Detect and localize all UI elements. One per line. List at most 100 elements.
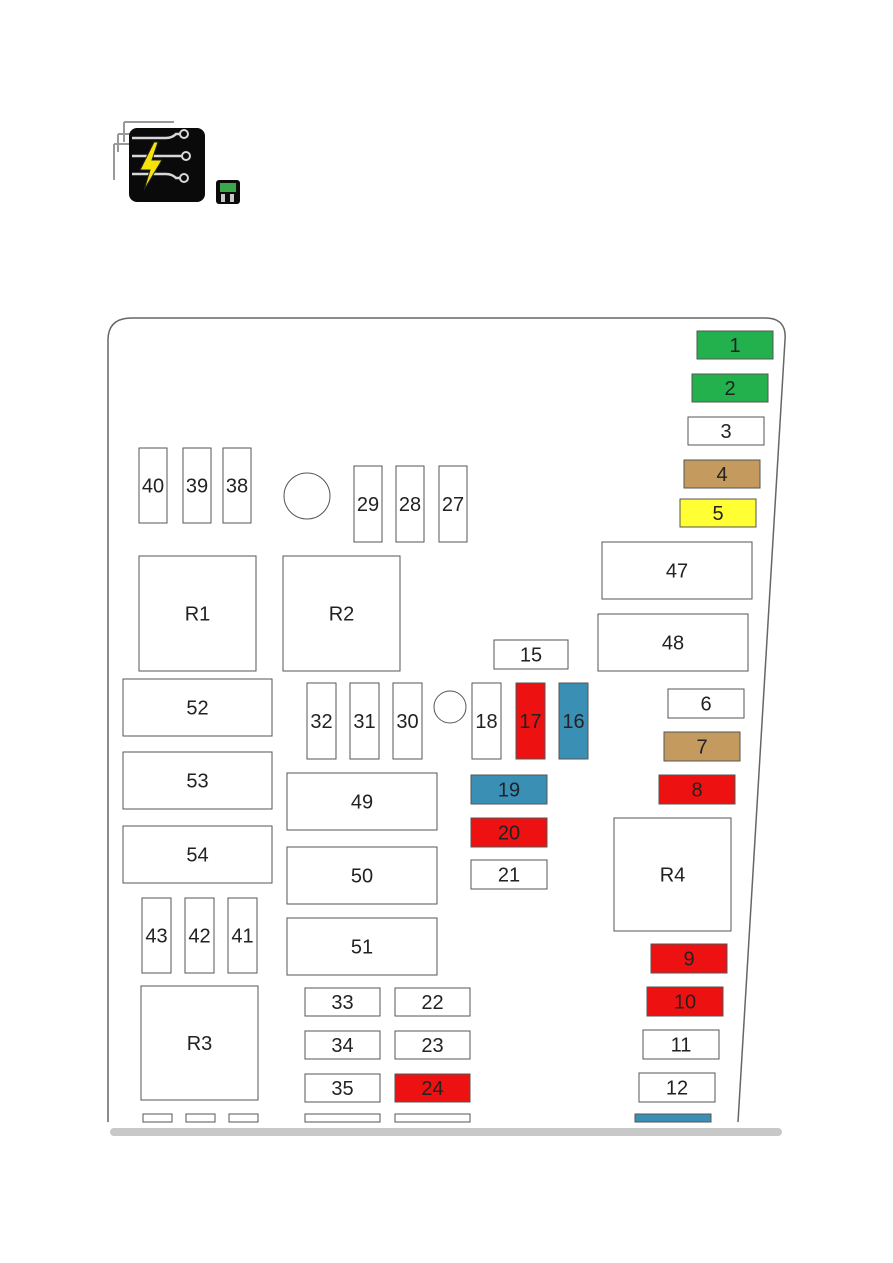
fuse-38-body bbox=[222, 447, 252, 524]
relay-r3-body bbox=[140, 985, 259, 1101]
fuse-22-body bbox=[394, 987, 471, 1017]
fuse-5-body bbox=[679, 498, 757, 528]
fuse-15-label: 15 bbox=[520, 645, 542, 667]
fuse-41: 41 bbox=[227, 897, 258, 974]
fuse-8-body bbox=[658, 774, 736, 805]
fuse-2-body bbox=[691, 373, 769, 403]
fuse-48: 48 bbox=[597, 613, 749, 672]
fuse-38-label: 38 bbox=[226, 476, 248, 498]
fuse-partial-6 bbox=[634, 1113, 712, 1123]
fuse-10: 10 bbox=[646, 986, 724, 1017]
fuse-20-body bbox=[470, 817, 548, 848]
fuse-10-label: 10 bbox=[674, 992, 696, 1014]
fuse-partial-3 bbox=[228, 1113, 259, 1123]
fuse-21-label: 21 bbox=[498, 865, 520, 887]
fuse-40-label: 40 bbox=[142, 476, 164, 498]
fuse-16: 16 bbox=[558, 682, 589, 760]
fuse-24-label: 24 bbox=[421, 1078, 443, 1100]
fuse-15-body bbox=[493, 639, 569, 670]
relay-r1-body bbox=[138, 555, 257, 672]
fuse-7-label: 7 bbox=[696, 737, 707, 759]
fuse-22: 22 bbox=[394, 987, 471, 1017]
fuse-49-body bbox=[286, 772, 438, 831]
fuse-12: 12 bbox=[638, 1072, 716, 1103]
fuse-11-body bbox=[642, 1029, 720, 1060]
relay-r4: R4 bbox=[613, 817, 732, 932]
fuse-51-label: 51 bbox=[351, 937, 373, 959]
fuse-39: 39 bbox=[182, 447, 212, 524]
fuse-47-label: 47 bbox=[666, 561, 688, 583]
fuse-28-label: 28 bbox=[399, 494, 421, 516]
fuse-8: 8 bbox=[658, 774, 736, 805]
fuse-18-body bbox=[471, 682, 502, 760]
fuse-24-body bbox=[394, 1073, 471, 1103]
fuse-34-body bbox=[304, 1030, 381, 1060]
fuse-53-label: 53 bbox=[186, 771, 208, 793]
fuse-2-label: 2 bbox=[724, 378, 735, 400]
fuse-8-label: 8 bbox=[691, 780, 702, 802]
fuse-mini-icon bbox=[216, 180, 240, 204]
fuse-40: 40 bbox=[138, 447, 168, 524]
fuse-31: 31 bbox=[349, 682, 380, 760]
fuse-18: 18 bbox=[471, 682, 502, 760]
fuse-23-body bbox=[394, 1030, 471, 1060]
fuse-35-body bbox=[304, 1073, 381, 1103]
fuse-4-label: 4 bbox=[716, 464, 727, 486]
fuse-19: 19 bbox=[470, 774, 548, 805]
fuse-53-body bbox=[122, 751, 273, 810]
relay-r1: R1 bbox=[138, 555, 257, 672]
fuse-34-label: 34 bbox=[331, 1035, 353, 1057]
fuse-28: 28 bbox=[395, 465, 425, 543]
fuse-54-label: 54 bbox=[186, 845, 208, 867]
fuse-52-body bbox=[122, 678, 273, 737]
fuse-41-body bbox=[227, 897, 258, 974]
fuse-20-label: 20 bbox=[498, 823, 520, 845]
fuse-21: 21 bbox=[470, 859, 548, 890]
fuse-54-body bbox=[122, 825, 273, 884]
fuse-11-label: 11 bbox=[671, 1035, 692, 1057]
fuse-42-label: 42 bbox=[188, 926, 210, 948]
fuse-33-body bbox=[304, 987, 381, 1017]
horizontal-scrollbar[interactable] bbox=[110, 1128, 782, 1136]
fuse-16-body bbox=[558, 682, 589, 760]
fuse-32: 32 bbox=[306, 682, 337, 760]
fuse-7: 7 bbox=[663, 731, 741, 762]
fuse-9-body bbox=[650, 943, 728, 974]
fuse-30-body bbox=[392, 682, 423, 760]
fuse-2: 2 bbox=[691, 373, 769, 403]
fuse-35: 35 bbox=[304, 1073, 381, 1103]
fuse-4-body bbox=[683, 459, 761, 489]
fuse-1-label: 1 bbox=[729, 335, 740, 357]
fuse-38: 38 bbox=[222, 447, 252, 524]
fuse-17: 17 bbox=[515, 682, 546, 760]
fuse-53: 53 bbox=[122, 751, 273, 810]
fuse-52-label: 52 bbox=[186, 698, 208, 720]
fuse-1: 1 bbox=[696, 330, 774, 360]
relay-r2-label: R2 bbox=[329, 604, 355, 626]
fuse-50-label: 50 bbox=[351, 866, 373, 888]
relay-r2: R2 bbox=[282, 555, 401, 672]
fuse-6: 6 bbox=[667, 688, 745, 719]
fuse-42-body bbox=[184, 897, 215, 974]
fuse-21-body bbox=[470, 859, 548, 890]
fuse-41-label: 41 bbox=[231, 926, 253, 948]
fuse-33-label: 33 bbox=[331, 992, 353, 1014]
fuse-34: 34 bbox=[304, 1030, 381, 1060]
fuse-5-label: 5 bbox=[712, 503, 723, 525]
fuse-29: 29 bbox=[353, 465, 383, 543]
fuse-43-label: 43 bbox=[145, 926, 167, 948]
fuse-39-label: 39 bbox=[186, 476, 208, 498]
fuse-52: 52 bbox=[122, 678, 273, 737]
relay-r1-label: R1 bbox=[185, 604, 211, 626]
fuse-50-body bbox=[286, 846, 438, 905]
fuse-54: 54 bbox=[122, 825, 273, 884]
relay-r3: R3 bbox=[140, 985, 259, 1101]
fuse-23-label: 23 bbox=[421, 1035, 443, 1057]
fuse-32-label: 32 bbox=[310, 711, 332, 733]
fuse-51-body bbox=[286, 917, 438, 976]
fuse-1-body bbox=[696, 330, 774, 360]
fuse-43: 43 bbox=[141, 897, 172, 974]
fuse-43-body bbox=[141, 897, 172, 974]
fuse-31-body bbox=[349, 682, 380, 760]
